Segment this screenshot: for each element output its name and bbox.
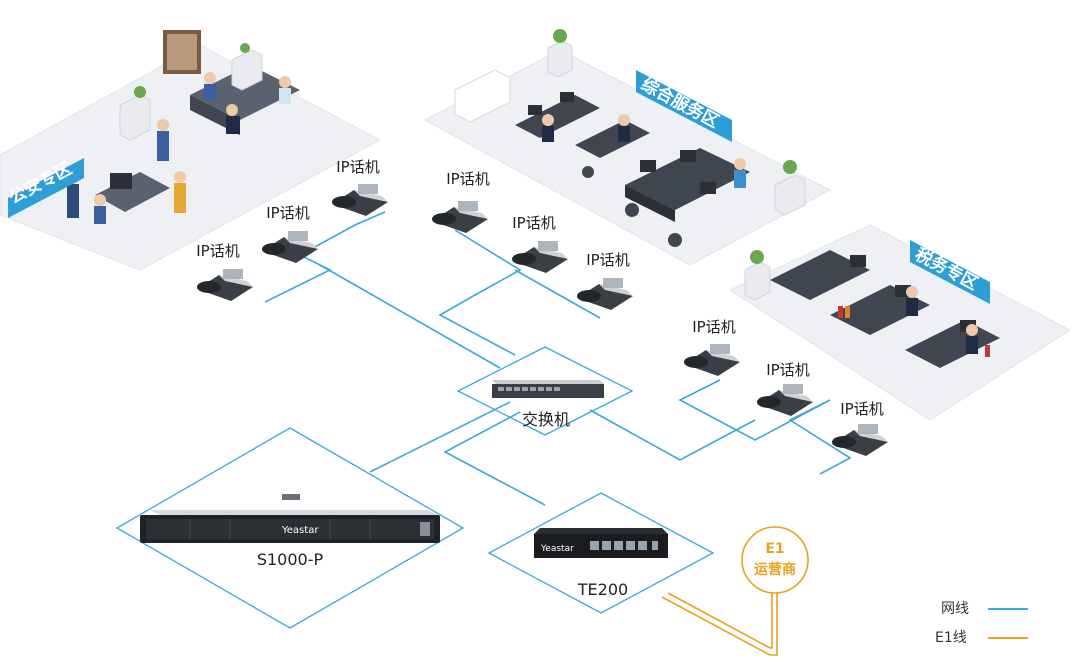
ip-phone-label: IP话机 bbox=[266, 204, 309, 222]
legend-e1-label: E1线 bbox=[935, 630, 967, 646]
ip-phone[interactable] bbox=[832, 424, 888, 456]
switch-label: 交换机 bbox=[522, 410, 570, 429]
ip-phone-label: IP话机 bbox=[336, 158, 379, 176]
ip-phone-label: IP话机 bbox=[766, 361, 809, 379]
server-label: S1000-P bbox=[257, 550, 324, 569]
tax-zone: 税务专区 bbox=[728, 224, 1071, 421]
server-device[interactable]: Yeastar bbox=[140, 494, 440, 543]
ip-phone-label: IP话机 bbox=[840, 400, 883, 418]
police-zone: 公安专区 bbox=[0, 30, 382, 271]
e1-cables bbox=[661, 590, 778, 656]
legend: 网线 E1线 bbox=[935, 601, 1028, 646]
ip-phone[interactable] bbox=[262, 231, 318, 263]
ip-phone-label: IP话机 bbox=[446, 170, 489, 188]
switch-platform bbox=[456, 346, 634, 436]
network-cables bbox=[264, 211, 852, 506]
carrier-label-operator: 运营商 bbox=[754, 561, 796, 578]
server-platform bbox=[115, 427, 465, 629]
ip-phone-label: IP话机 bbox=[512, 214, 555, 232]
server-brand: Yeastar bbox=[281, 525, 319, 536]
ip-phone[interactable] bbox=[332, 184, 388, 216]
ip-phone[interactable] bbox=[512, 241, 568, 273]
ip-phone[interactable] bbox=[197, 269, 253, 301]
ip-phone-label: IP话机 bbox=[692, 318, 735, 336]
carrier-label-e1: E1 bbox=[765, 541, 784, 557]
legend-network-label: 网线 bbox=[941, 601, 969, 617]
ip-phone[interactable] bbox=[757, 384, 813, 416]
carrier-circle bbox=[741, 526, 809, 594]
ip-phone-label: IP话机 bbox=[196, 242, 239, 260]
gateway-label: TE200 bbox=[577, 580, 628, 599]
ip-phone[interactable] bbox=[432, 201, 488, 233]
ip-phone-label: IP话机 bbox=[586, 251, 629, 269]
service-zone: 综合服务区 bbox=[423, 29, 832, 266]
gateway-device[interactable]: Yeastar bbox=[534, 528, 668, 558]
switch-device[interactable] bbox=[492, 380, 604, 398]
gateway-platform bbox=[487, 492, 715, 614]
ip-phones: IP话机 IP话机 IP话机 IP话机 IP话机 IP话机 IP话机 IP话机 IP话机 bbox=[196, 158, 888, 456]
gateway-brand: Yeastar bbox=[540, 544, 574, 554]
ip-phone[interactable] bbox=[577, 278, 633, 310]
ip-phone[interactable] bbox=[684, 344, 740, 376]
